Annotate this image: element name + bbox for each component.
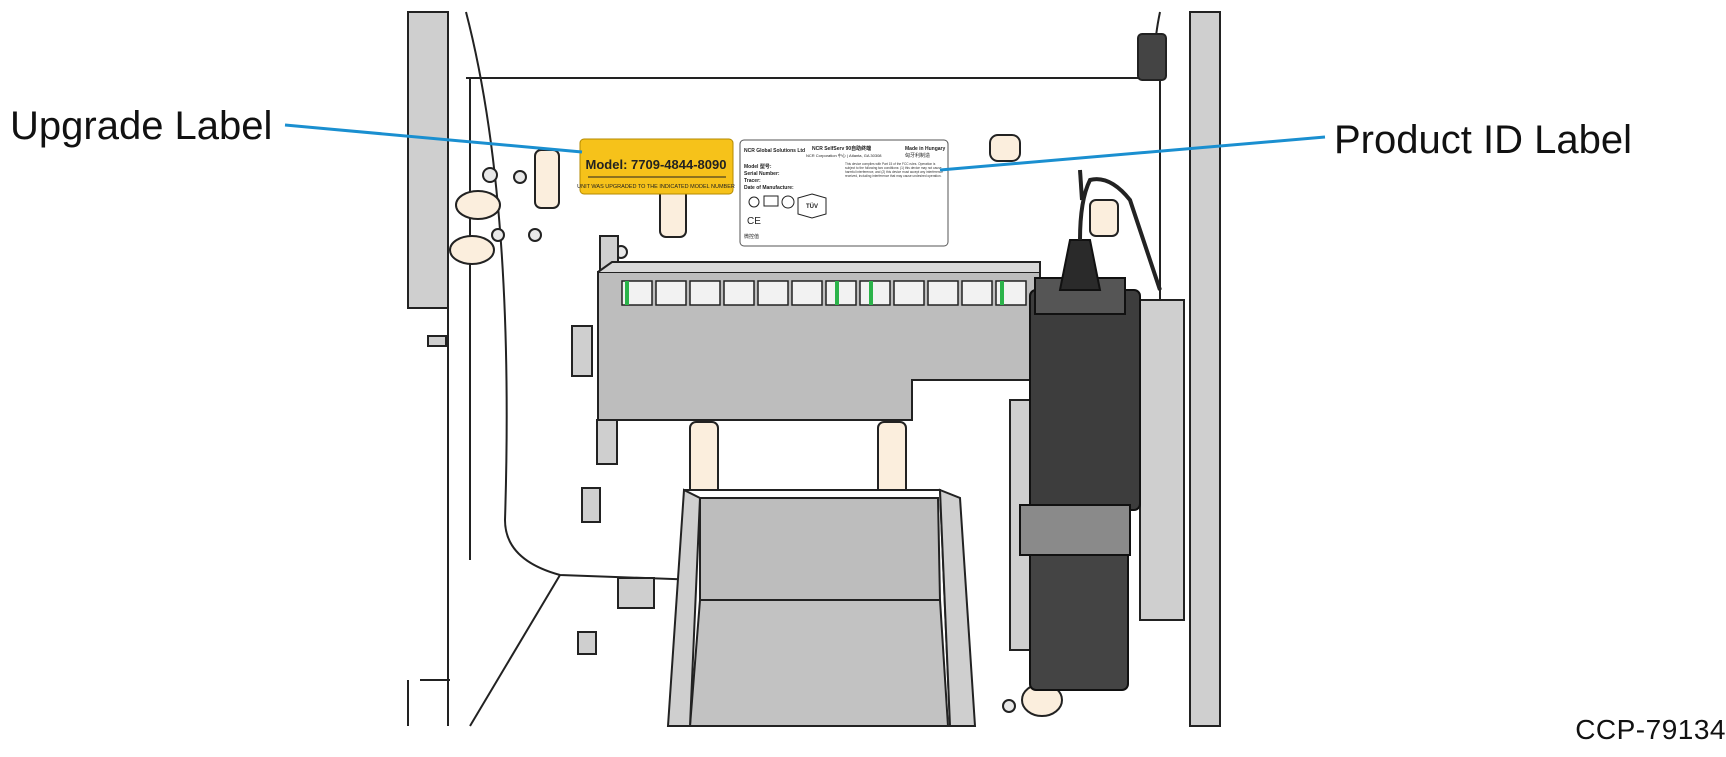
upgrade-label-callout: Upgrade Label (10, 104, 273, 148)
power-supply-unit (1019, 169, 1162, 691)
product-label-field: Serial Number: (744, 171, 780, 177)
connector-leds (625, 281, 1004, 305)
product-id-label-leader (939, 135, 1326, 172)
product-label-made-in-cn: 匈牙利制造 (905, 152, 930, 159)
upgrade-label-note: UNIT WAS UPGRADED TO THE INDICATED MODEL… (577, 184, 735, 190)
upgrade-label-leader (284, 123, 583, 154)
product-label-fcc-text: This device complies with Part 15 of the… (845, 162, 943, 178)
product-label-corporation: NCR Corporation 中心 | Atlanta, GA 30308 (806, 152, 882, 158)
door-latch (1137, 33, 1167, 81)
product-label-tuv: TÜV (806, 203, 818, 210)
cabinet-frame (407, 11, 1221, 727)
product-label-field: Model 型号: (744, 163, 772, 170)
product-id-label-callout: Product ID Label (1334, 118, 1632, 162)
cable-clips (449, 134, 1119, 717)
figure-code: CCP-79134 (1575, 714, 1726, 745)
product-label-field: Date of Manufacture: (744, 185, 794, 191)
product-label-product: NCR SelfServ 90自助终端 (812, 145, 871, 152)
product-label-made-in: Made in Hungary (905, 146, 946, 152)
product-label-ce-mark: CE (747, 216, 761, 227)
product-id-label-sticker: NCR Global Solutions Ltd NCR SelfServ 90… (739, 139, 949, 247)
callout-leader-lines (284, 123, 1326, 172)
upgrade-label-model: Model: 7709-4844-8090 (586, 157, 727, 172)
printer-tray (666, 488, 977, 727)
certification-marks (748, 193, 827, 219)
connector-row (621, 280, 1027, 306)
mounting-brackets (427, 235, 655, 655)
upgrade-label-sticker: Model: 7709-4844-8090 UNIT WAS UPGRADED … (577, 138, 735, 195)
product-label-company: NCR Global Solutions Ltd (744, 148, 805, 154)
product-label-field: Tracer: (744, 178, 761, 184)
product-label-footer: 微控值 (744, 233, 759, 240)
interface-bracket (597, 261, 1041, 421)
